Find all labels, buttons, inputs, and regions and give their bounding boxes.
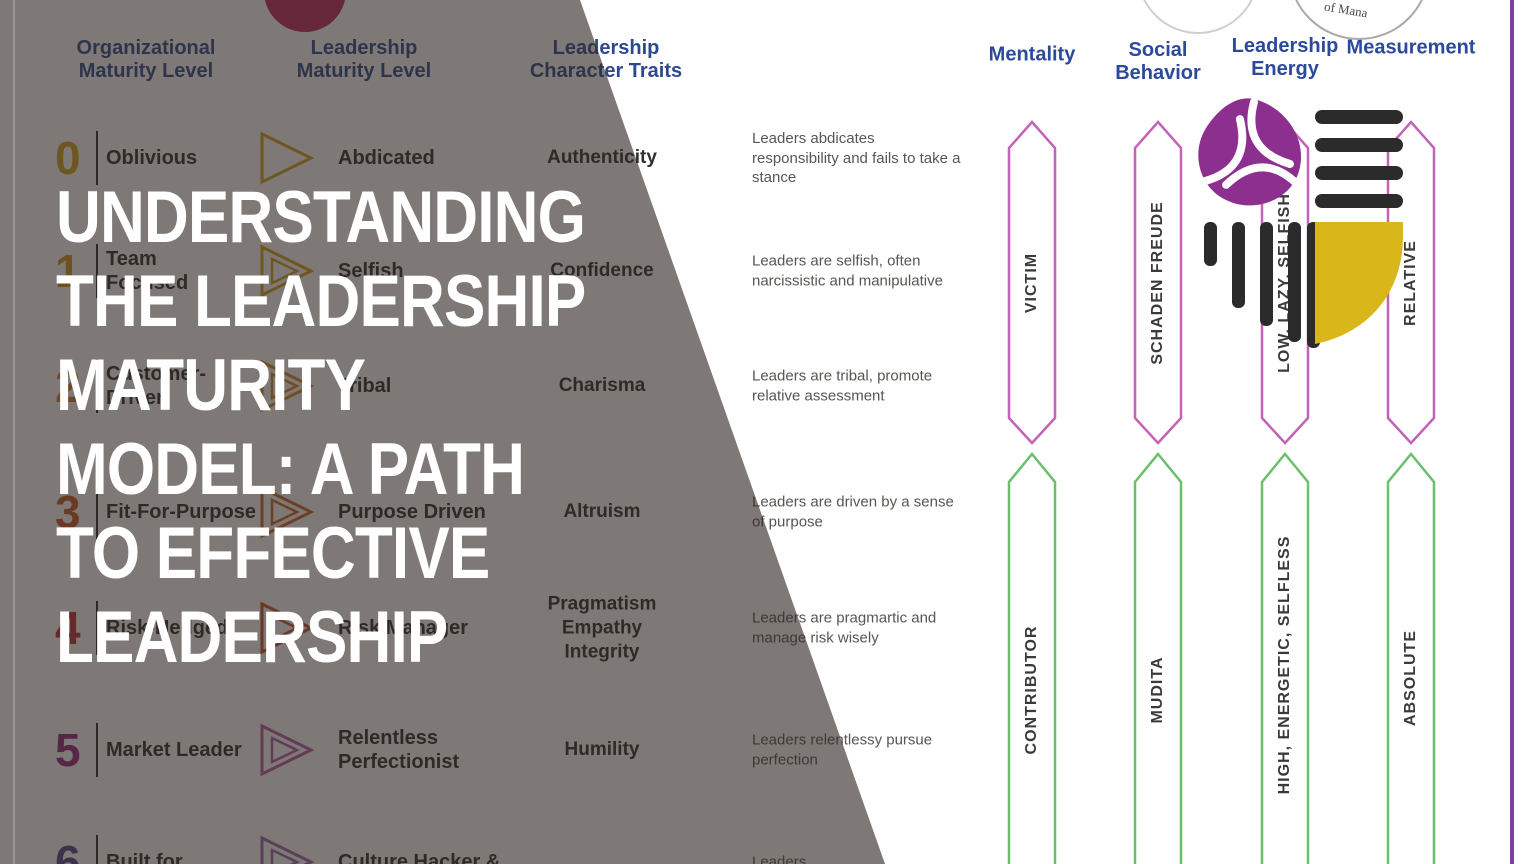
title-line: LEADERSHIP — [56, 597, 448, 678]
banner-schadenfreude-shape — [1133, 120, 1183, 445]
banner-label-victim: VICTIM — [1023, 252, 1040, 314]
bars-icon — [1315, 110, 1403, 208]
banner-absolute-shape — [1386, 452, 1436, 864]
row-description: Leaders are selfish, often narcissistic … — [752, 252, 943, 290]
accent-line — [1510, 0, 1514, 864]
banner-label-contributor: CONTRIBUTOR — [1023, 625, 1040, 755]
header-leadership-energy: Leadership Energy — [1231, 35, 1339, 80]
title-line: MATURITY — [56, 345, 366, 426]
banner-label-schadenfreude: SCHADEN FREUDE — [1149, 201, 1166, 365]
header-social-behavior: Social Behavior — [1115, 39, 1201, 84]
header-mentality: Mentality — [988, 43, 1076, 66]
banner-label-absolute: ABSOLUTE — [1402, 630, 1419, 726]
quarter-disc-icon — [1315, 222, 1403, 344]
title-line: TO EFFECTIVE — [56, 513, 490, 594]
title-line: UNDERSTANDING — [56, 177, 586, 258]
banner-mudita-shape — [1133, 452, 1183, 864]
banner-high-energetic-shape — [1260, 452, 1310, 864]
banner-label-mudita: MUDITA — [1149, 656, 1166, 724]
page-edge-line — [13, 0, 15, 864]
page-title: UNDERSTANDING THE LEADERSHIP MATURITY MO… — [56, 176, 679, 680]
row-description: Leaders are tribal, promote relative ass… — [752, 367, 933, 405]
triskelion-icon — [1198, 98, 1302, 206]
banner-victim-shape — [1007, 120, 1057, 445]
banner-label-high-energetic-selfless: HIGH, ENERGETIC, SELFLESS — [1276, 535, 1293, 795]
quadrant-logo — [1198, 98, 1403, 348]
banner-contributor-shape — [1007, 452, 1057, 864]
title-line: THE LEADERSHIP — [56, 261, 586, 342]
title-line: MODEL: A PATH — [56, 429, 525, 510]
seal-badge — [1137, 0, 1259, 34]
row-description: Leaders are driven by a sense of purpose — [752, 493, 954, 531]
row-description: Leaders abdicates responsibility and fai… — [752, 129, 961, 186]
stripes-icon — [1204, 222, 1320, 348]
header-measurement: Measurement — [1346, 36, 1476, 59]
